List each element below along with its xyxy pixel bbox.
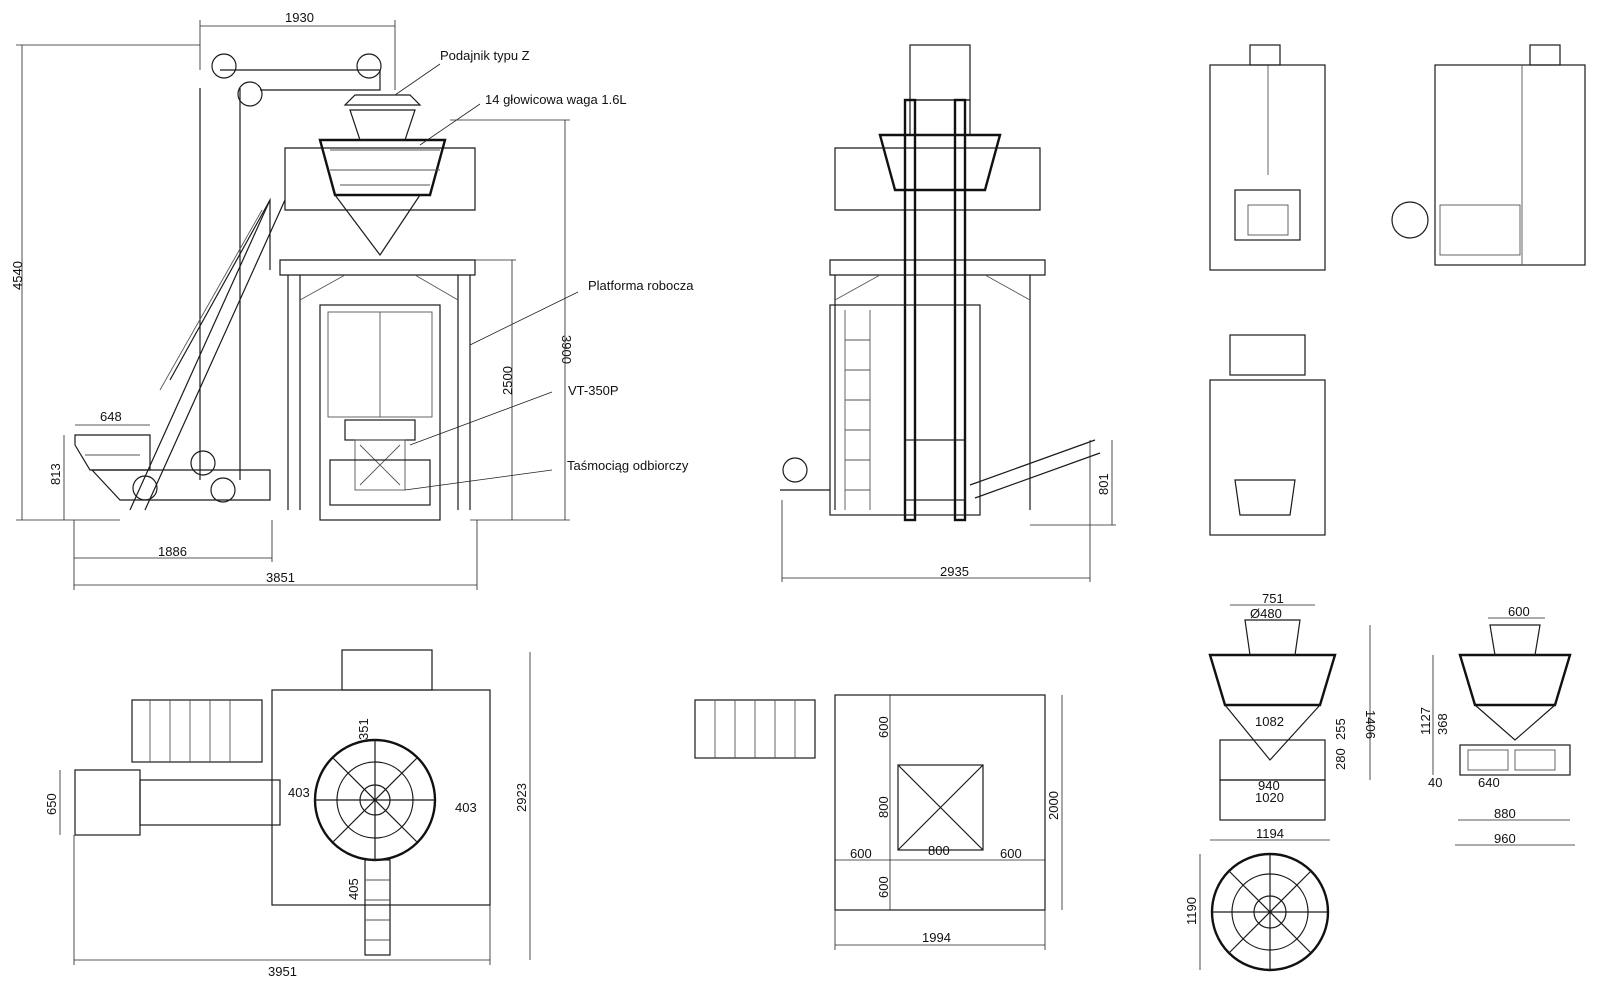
- dim-wf-d5: 1020: [1255, 790, 1284, 805]
- dim-plat-c: 600: [1000, 846, 1022, 861]
- dim-wf-d3: 280: [1333, 748, 1348, 770]
- dim-plat-a: 600: [850, 846, 872, 861]
- dim-top-depth: 2923: [514, 783, 529, 812]
- weigher-front: 751 Ø480 1406 1082 255 280 940 1020: [1208, 591, 1378, 821]
- dim-ws-h2: 368: [1435, 713, 1450, 735]
- dim-ws-a: 40: [1428, 775, 1442, 790]
- dim-wf-d2: 255: [1333, 718, 1348, 740]
- dim-wf-d1: 1082: [1255, 714, 1284, 729]
- dim-plat-d: 800: [876, 796, 891, 818]
- dim-ws-c: 880: [1494, 806, 1516, 821]
- dim-base-total: 3851: [266, 570, 295, 585]
- dim-plat-width: 1994: [922, 930, 951, 945]
- dim-height-weigher: 3900: [559, 335, 574, 364]
- dim-plat-e: 600: [876, 876, 891, 898]
- weigher-top: 1194 1190: [1184, 826, 1330, 972]
- dim-r1: 351: [356, 718, 371, 740]
- dim-top-width: 3951: [268, 964, 297, 979]
- dim-plat-depth: 2000: [1046, 791, 1061, 820]
- label-weigher: 14 głowicowa waga 1.6L: [485, 92, 627, 107]
- dim-hopper-height: 813: [48, 463, 63, 485]
- front-view: 1930 4540 3900 2500 648 813 1886 3851: [10, 10, 694, 590]
- dim-plat-f: 600: [876, 716, 891, 738]
- dim-wf-dia: Ø480: [1250, 606, 1282, 621]
- dim-wf-top: 751: [1262, 591, 1284, 606]
- dim-base-1: 1886: [158, 544, 187, 559]
- dim-ws-b: 640: [1478, 775, 1500, 790]
- dim-r2: 403: [288, 785, 310, 800]
- dim-side-width: 2935: [940, 564, 969, 579]
- dim-wt-h: 1190: [1184, 897, 1199, 925]
- dim-feeder-width: 650: [44, 793, 59, 815]
- dim-wf-h: 1406: [1363, 710, 1378, 739]
- dim-hopper-width: 648: [100, 409, 122, 424]
- label-platform: Platforma robocza: [588, 278, 694, 293]
- dim-plat-b: 800: [928, 843, 950, 858]
- dim-ws-h: 1127: [1418, 707, 1433, 735]
- dim-ws-d: 960: [1494, 831, 1516, 846]
- dim-wf-d4: 940: [1258, 778, 1280, 793]
- dim-width-top: 1930: [285, 10, 314, 25]
- dim-height-platform: 2500: [500, 366, 515, 395]
- label-conveyor: Taśmociąg odbiorczy: [567, 458, 689, 473]
- weigher-side: 600 1127 368 40 640 880 960: [1418, 604, 1575, 846]
- label-machine: VT-350P: [568, 383, 619, 398]
- dim-conveyor-height: 801: [1096, 473, 1111, 495]
- dim-height-total: 4540: [10, 261, 25, 290]
- dim-r3: 403: [455, 800, 477, 815]
- label-feeder: Podajnik typu Z: [440, 48, 530, 63]
- platform-plan: 600 800 600 600 800 600 2000 1994: [694, 694, 1063, 950]
- top-view: 3951 2923 650 351 403 403 405: [44, 649, 531, 979]
- dim-ws-top: 600: [1508, 604, 1530, 619]
- dim-r4: 405: [346, 878, 361, 900]
- dim-wt-w: 1194: [1256, 826, 1284, 841]
- machine-views: [1209, 44, 1586, 536]
- side-view: 2935 801: [780, 44, 1116, 582]
